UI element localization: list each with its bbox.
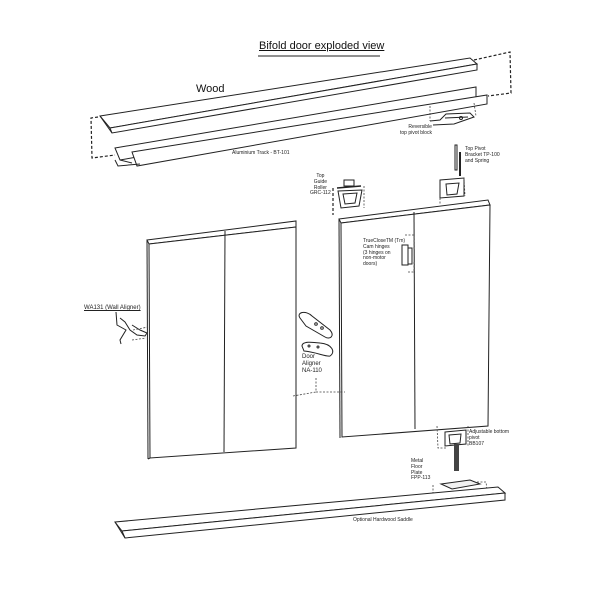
door-aligner (292, 311, 345, 397)
label-top-pivot-bracket: Top Pivot Bracket TP-100 and Spring (465, 146, 500, 164)
label-top-guide-roller: Top Guide Roller GRC-112 (310, 173, 331, 197)
hardwood-saddle (114, 486, 507, 539)
label-door-aligner: Door Aligner NA-110 (302, 354, 322, 374)
label-trueclose-hinges: TrueCloseTM (Tm) Cam hinges (3 hinges on… (363, 238, 406, 267)
trueclose-cam-hinges (401, 234, 415, 273)
header-alignment-right (473, 51, 512, 97)
label-wood: Wood (196, 83, 225, 95)
right-door-pair (338, 199, 491, 439)
label-adjustable-bottom-pivot: Adjustable bottom pivot BB107 (469, 429, 510, 447)
header-alignment-left (90, 116, 116, 159)
reversible-top-pivot-block (429, 102, 477, 126)
label-wall-aligner: WA131 (Wall Aligner) (84, 305, 141, 311)
top-guide-roller (332, 179, 365, 215)
label-reversible-pivot: Reversible top pivot block (400, 124, 432, 136)
wood-header (99, 57, 479, 134)
label-aluminium-track: Aluminium Track - BT-101 (232, 150, 290, 156)
wall-aligner (115, 311, 149, 345)
top-pivot-bracket (454, 144, 461, 176)
aluminium-track (114, 86, 488, 167)
adjustable-bottom-pivot (436, 425, 469, 471)
left-door-pair (146, 220, 297, 460)
diagram-title: Bifold door exploded view (259, 40, 385, 52)
label-hardwood-saddle: Optional Hardwood Saddle (353, 517, 413, 523)
top-guide-roller-right (439, 177, 466, 204)
label-metal-floor-plate: Metal Floor Plate FPP-113 (411, 458, 431, 482)
